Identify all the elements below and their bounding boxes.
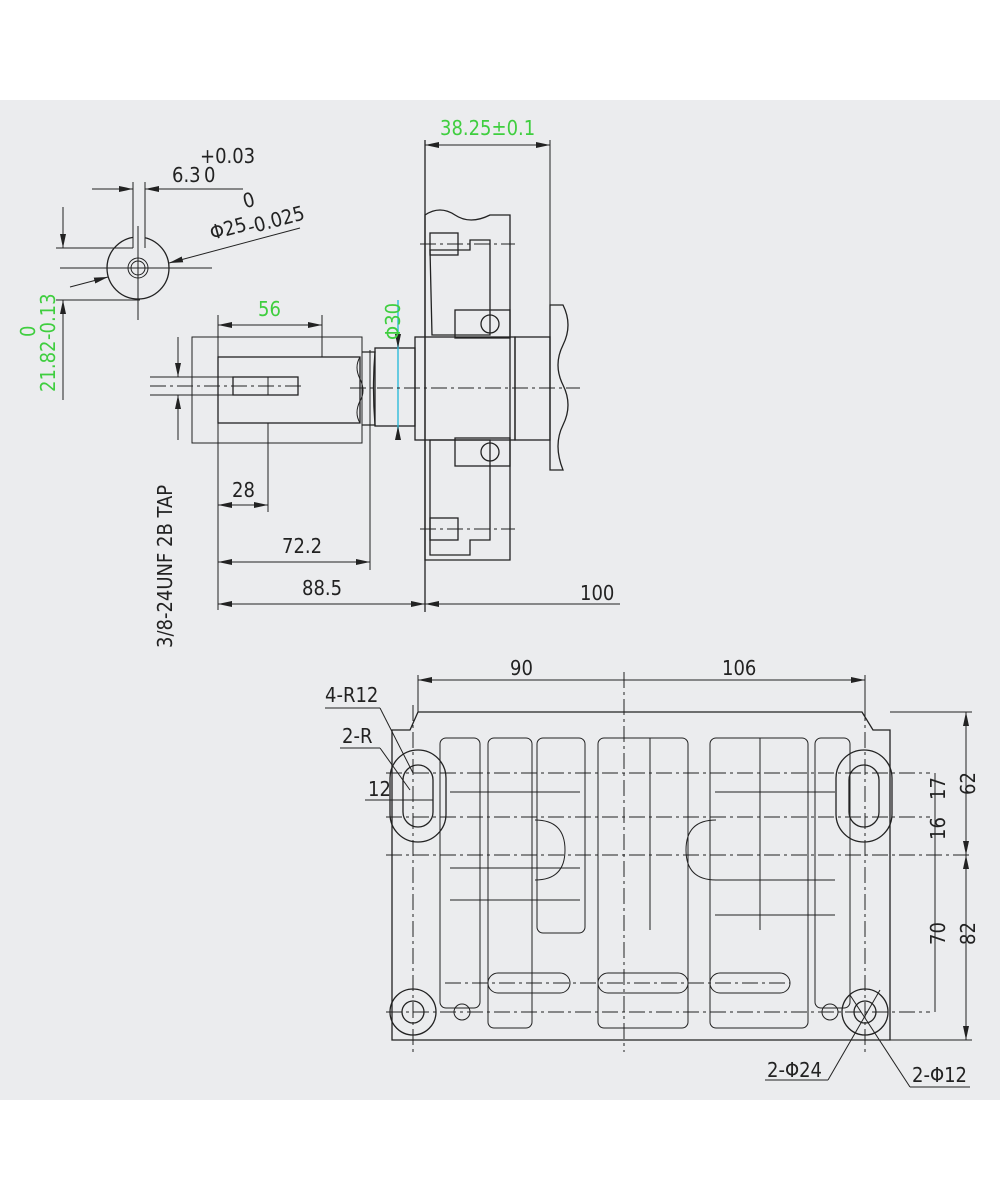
height-16-label: 16: [926, 817, 950, 840]
height-82-label: 82: [956, 922, 980, 945]
shaft-side-view: 56 28 72.2 88.5 100 3/8-24UNF 2B TAP Φ30…: [150, 116, 620, 648]
key-height-tol-lower: -0.13: [36, 293, 60, 340]
flange-to-base-label: 100: [580, 581, 614, 605]
shaft-length-label: 72.2: [282, 534, 322, 558]
base-width-right-label: 106: [722, 656, 756, 680]
flange-width-label: 38.25±0.1: [440, 116, 535, 140]
keyway-width-label: 6.3: [172, 163, 201, 187]
height-62-label: 62: [956, 772, 980, 795]
shaft-diameter-label: Φ30: [381, 303, 405, 340]
tap-depth-label: 28: [232, 478, 255, 502]
drawing-background: [0, 100, 1000, 1100]
height-17-label: 17: [926, 777, 950, 800]
key-height-tol-upper: 0: [16, 326, 40, 337]
hole-note: 2-Φ12: [912, 1063, 967, 1087]
base-width-left-label: 90: [510, 656, 533, 680]
key-height-label: 21.82: [36, 341, 60, 393]
slot-width-label: 12: [368, 777, 391, 801]
key-length-label: 56: [258, 297, 281, 321]
keyway-tol-upper: +0.03: [200, 144, 255, 168]
slot-radius-note: 4-R12: [325, 683, 378, 707]
boss-note: 2-Φ24: [767, 1058, 822, 1082]
base-plate-view: 90 106: [325, 656, 980, 1088]
height-70-label: 70: [926, 922, 950, 945]
total-length-label: 88.5: [302, 576, 342, 600]
keyway-tol-lower: 0: [204, 163, 215, 187]
thread-note: 3/8-24UNF 2B TAP: [153, 485, 177, 648]
slot-r-note: 2-R: [342, 724, 372, 748]
